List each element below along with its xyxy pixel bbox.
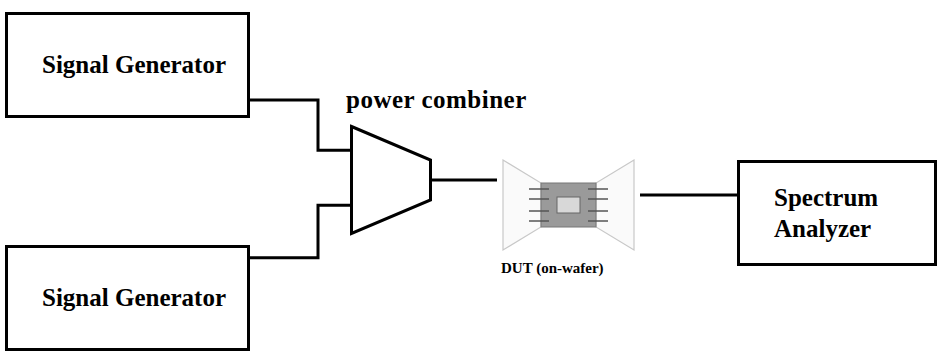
box-label: Spectrum Analyzer xyxy=(740,182,934,245)
box-label: Signal Generator xyxy=(8,282,247,313)
probe-right xyxy=(596,160,634,250)
dut-device: DUT (on-wafer) xyxy=(497,155,640,255)
signal-generator-box: Signal Generator xyxy=(5,12,250,118)
combiner-trapezoid xyxy=(350,125,432,235)
signal-wire xyxy=(250,100,350,150)
signal-wire xyxy=(640,193,737,196)
signal-generator-box: Signal Generator xyxy=(5,245,250,351)
chip-pads xyxy=(529,189,608,221)
combiner-outline xyxy=(352,127,431,234)
box-label: Signal Generator xyxy=(8,49,247,80)
signal-wire xyxy=(250,205,350,257)
dut-label: DUT (on-wafer) xyxy=(501,259,604,277)
spectrum-analyzer-box: Spectrum Analyzer xyxy=(737,160,937,266)
signal-wire xyxy=(432,179,497,182)
combiner-label: power combiner xyxy=(346,85,527,115)
chip-body xyxy=(541,183,596,227)
chip-core xyxy=(557,197,580,213)
dut-illustration xyxy=(497,155,640,255)
probe-left xyxy=(503,160,541,250)
power-combiner: power combiner xyxy=(350,125,432,235)
